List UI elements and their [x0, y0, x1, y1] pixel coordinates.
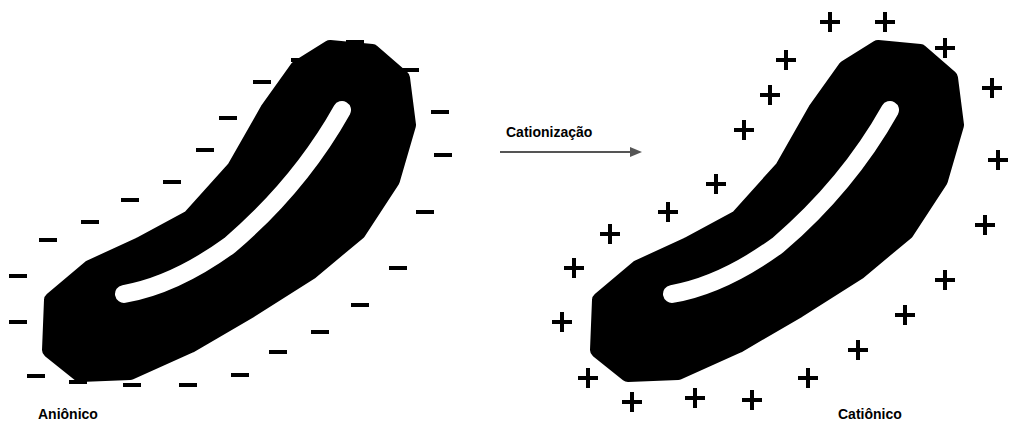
positive-charges: [552, 12, 1008, 412]
process-label: Cationização: [506, 124, 592, 140]
cationic-cell: [552, 12, 1008, 412]
state-label: Aniônico: [38, 406, 98, 422]
anionic-cell: [9, 40, 452, 387]
cationization-arrow: [500, 147, 642, 157]
state-label: Catiônico: [838, 406, 902, 422]
negative-charges: [9, 40, 452, 387]
